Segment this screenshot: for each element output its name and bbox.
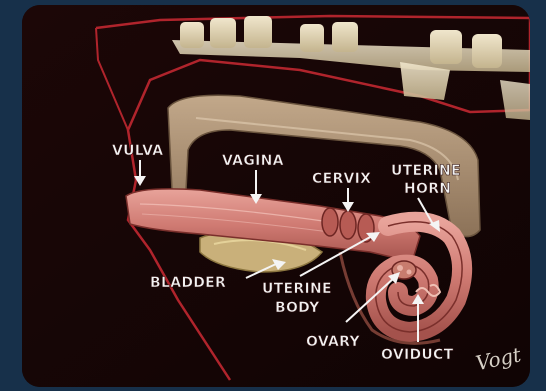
label-uterine-body-line2: BODY: [275, 300, 320, 316]
label-vagina: VAGINA: [222, 153, 284, 169]
label-vulva: VULVA: [112, 143, 163, 159]
label-bladder: BLADDER: [150, 275, 226, 291]
label-uterine-horn-line2: HORN: [404, 181, 451, 197]
label-oviduct: OVIDUCT: [381, 347, 454, 363]
label-cervix: CERVIX: [312, 171, 371, 187]
label-uterine-horn-line1: UTERINE: [391, 163, 461, 179]
label-ovary: OVARY: [306, 334, 360, 350]
label-uterine-body-line1: UTERINE: [262, 281, 332, 297]
reproductive-tract-diagram: VULVA VAGINA CERVIX UTERINE HORN BLADDER…: [22, 5, 530, 387]
diagram-panel: VULVA VAGINA CERVIX UTERINE HORN BLADDER…: [22, 5, 530, 387]
